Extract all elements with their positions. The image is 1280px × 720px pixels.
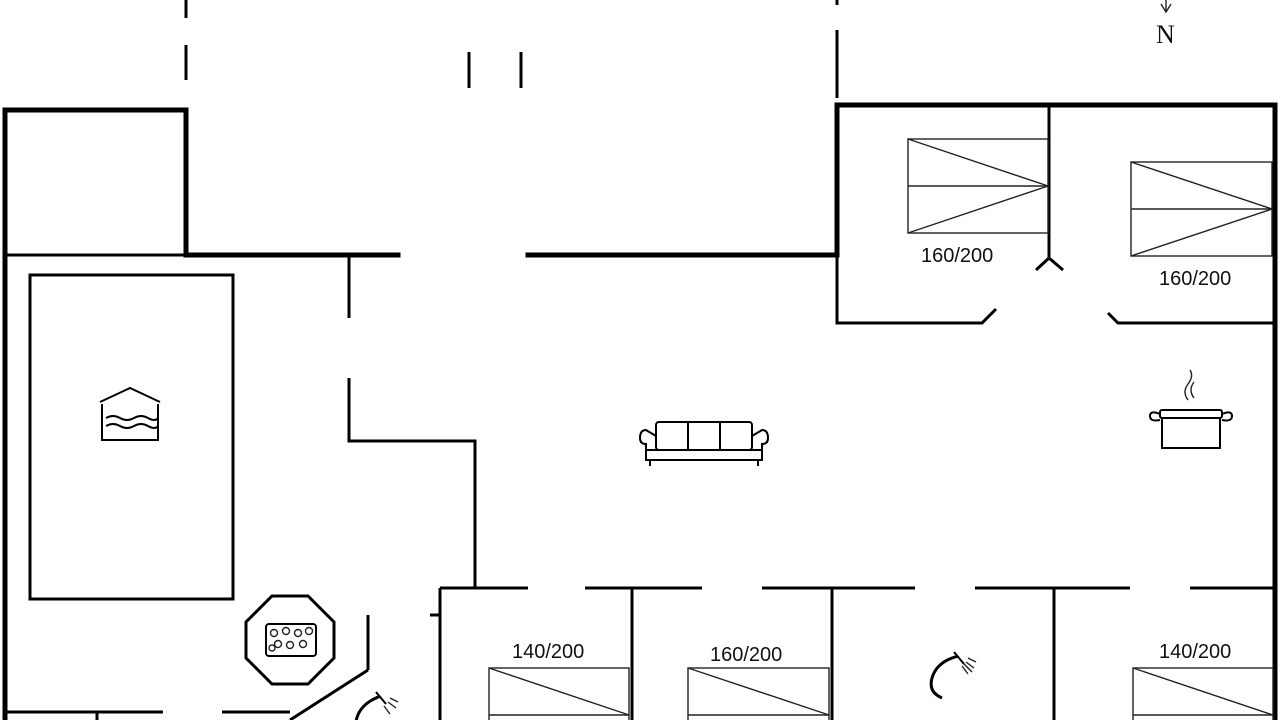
bed-size-ne-left: 160/200 bbox=[921, 245, 993, 267]
interior-walls bbox=[347, 255, 1275, 720]
bed-ne-right bbox=[1130, 161, 1275, 257]
compass: N bbox=[1156, 0, 1175, 49]
bed-size-s4: 140/200 bbox=[1159, 641, 1231, 663]
cooking-pot-icon bbox=[1148, 369, 1234, 449]
terrace-outline bbox=[184, 0, 839, 98]
bed-s4 bbox=[1132, 667, 1274, 720]
compass-label: N bbox=[1156, 20, 1175, 49]
bed-size-ne-right: 160/200 bbox=[1159, 268, 1231, 290]
shower-icon-pool bbox=[354, 691, 399, 720]
bed-size-s2: 160/200 bbox=[710, 644, 782, 666]
bed-s1 bbox=[488, 667, 630, 720]
bed-size-s1: 140/200 bbox=[512, 641, 584, 663]
bedroom-ne-walls bbox=[835, 105, 1275, 325]
compass-arrow bbox=[1160, 3, 1172, 14]
exterior-walls bbox=[2, 102, 1278, 720]
sofa-icon bbox=[638, 421, 770, 466]
pool bbox=[28, 273, 235, 601]
bed-s2 bbox=[687, 667, 830, 720]
pool-room bbox=[5, 273, 440, 720]
shower-icon bbox=[929, 651, 977, 700]
bed-ne-left bbox=[907, 138, 1051, 234]
pool-icon bbox=[99, 386, 161, 441]
whirlpool-icon bbox=[244, 594, 336, 686]
